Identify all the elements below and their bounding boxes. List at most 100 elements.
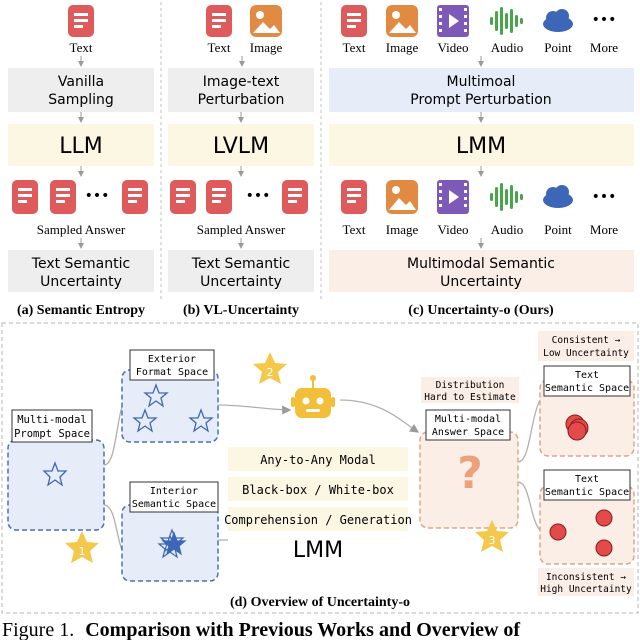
doc-icon	[341, 5, 367, 37]
star-outline-icon	[42, 461, 68, 487]
prompt-space-line-1: Multi-modal	[17, 414, 87, 426]
svg-text:1: 1	[79, 545, 86, 558]
metric-box	[329, 250, 634, 292]
metric-box	[8, 250, 154, 292]
sampled-answers-icons: •••	[12, 180, 148, 214]
text-space-top-label-box	[543, 365, 631, 397]
audio-icon	[490, 183, 523, 211]
inconsistent-line-1: Inconsistent →	[546, 572, 626, 583]
panel-c: ••• Text Image Video Audio Point More Mu…	[329, 5, 634, 318]
metric-line-2: Uncertainty	[200, 274, 282, 290]
process-box	[168, 68, 314, 112]
metric-box	[168, 250, 314, 292]
figure-caption-label: Figure 1.	[2, 619, 74, 640]
consistent-line-1: Consistent →	[552, 335, 621, 346]
svg-text:•••: •••	[85, 188, 110, 204]
capability-box	[228, 507, 408, 531]
output-label: Image	[386, 222, 419, 237]
prompt-space-line-2: Prompt Space	[14, 428, 90, 440]
input-label-image: Image	[250, 40, 283, 55]
prompt-space-region	[7, 439, 105, 531]
inconsistent-note-box	[538, 568, 634, 596]
image-icon	[250, 5, 282, 37]
consistent-answers-cluster	[565, 414, 589, 441]
input-label: Image	[386, 40, 419, 55]
capability-box-mode: Black-box / White-box	[242, 483, 394, 497]
text-space-bottom-label-box	[543, 469, 631, 501]
interior-line-2: Semantic Space	[132, 499, 216, 510]
model-label: LLM	[59, 134, 103, 159]
sampled-answer-label: Sampled Answer	[197, 222, 286, 237]
metric-line-1: Text Semantic	[191, 256, 290, 272]
text-space-top-line-1: Text	[575, 370, 599, 381]
output-label: Text	[343, 222, 366, 237]
panel-c-caption: (c) Uncertainty-o (Ours)	[408, 303, 554, 318]
exterior-space-region	[121, 369, 219, 443]
inconsistent-answers-scatter	[549, 509, 613, 557]
metric-line-1: Multimodal Semantic	[407, 256, 555, 272]
distribution-line-1: Distribution	[436, 380, 505, 391]
model-label: LVLM	[213, 134, 269, 159]
figure-caption-title: Comparison with Previous Works and Overv…	[85, 619, 520, 640]
svg-text:•••: •••	[246, 188, 271, 204]
model-box	[329, 124, 634, 166]
consistent-note-box	[538, 331, 634, 361]
capability-any-to-any: Any-to-Any Modal	[260, 453, 376, 467]
panel-b: Text Image Image-text Perturbation LVLM …	[168, 5, 314, 318]
audio-icon	[490, 7, 523, 35]
input-label: Audio	[491, 40, 524, 55]
distribution-note-box	[421, 377, 519, 403]
prompt-space-label-box	[11, 409, 93, 443]
panel-d: Multi-modal Prompt Space 1 Exterior Form…	[7, 331, 635, 610]
model-label: LMM	[456, 134, 506, 159]
doc-icon	[206, 5, 232, 37]
star-outline-icon	[188, 408, 214, 433]
point-cloud-icon	[543, 9, 573, 32]
text-space-bottom-line-1: Text	[575, 474, 599, 485]
svg-text:2: 2	[267, 366, 274, 379]
image-icon	[386, 180, 418, 214]
exterior-label-box	[129, 349, 215, 381]
input-label-text: Text	[70, 40, 93, 55]
text-space-top-line-2: Semantic Space	[545, 383, 629, 394]
metric-line-1: Text Semantic	[31, 256, 130, 272]
panel-d-model-label: LMM	[293, 538, 343, 563]
model-box	[8, 124, 154, 166]
panel-d-caption: (d) Overview of Uncertainty-o	[230, 595, 410, 610]
question-mark-icon: ?	[457, 448, 483, 499]
text-space-bottom-line-2: Semantic Space	[545, 487, 629, 498]
input-label: Video	[438, 40, 469, 55]
distribution-line-2: Hard to Estimate	[424, 392, 516, 403]
output-label: Audio	[491, 222, 524, 237]
robot-icon	[291, 375, 335, 418]
star-outline-icon	[143, 383, 169, 408]
process-box	[329, 68, 634, 112]
input-label: Point	[544, 40, 572, 55]
process-line-2: Prompt Perturbation	[410, 92, 551, 108]
capability-box	[228, 477, 408, 501]
output-label: Point	[544, 222, 572, 237]
star-outline-icon	[132, 408, 158, 433]
clustered-stars-icon	[157, 528, 187, 559]
panel-a: Text Vanilla Sampling LLM ••• Sampled An…	[8, 5, 154, 318]
answer-space-label-box	[425, 409, 511, 441]
process-line-1: Image-text	[203, 74, 280, 90]
inconsistent-line-2: High Uncertainty	[540, 584, 632, 595]
step-3-star-icon: 3	[475, 520, 509, 552]
process-line-2: Sampling	[48, 92, 114, 108]
panel-a-caption: (a) Semantic Entropy	[17, 303, 145, 318]
process-line-1: Vanilla	[58, 74, 104, 90]
process-line-1: Multimoal	[447, 74, 516, 90]
model-box	[168, 124, 314, 166]
capability-box	[228, 447, 408, 471]
svg-text:3: 3	[489, 534, 496, 547]
process-box	[8, 68, 154, 112]
metric-line-2: Uncertainty	[40, 274, 122, 290]
step-1-star-icon: 1	[65, 531, 99, 563]
sampled-answers-icons: •••	[170, 180, 308, 214]
answer-space-line-2: Answer Space	[432, 427, 504, 438]
step-2-star-icon: 2	[253, 352, 287, 384]
doc-icon	[68, 5, 94, 37]
figure-caption: Figure 1. Comparison with Previous Works…	[2, 619, 520, 640]
